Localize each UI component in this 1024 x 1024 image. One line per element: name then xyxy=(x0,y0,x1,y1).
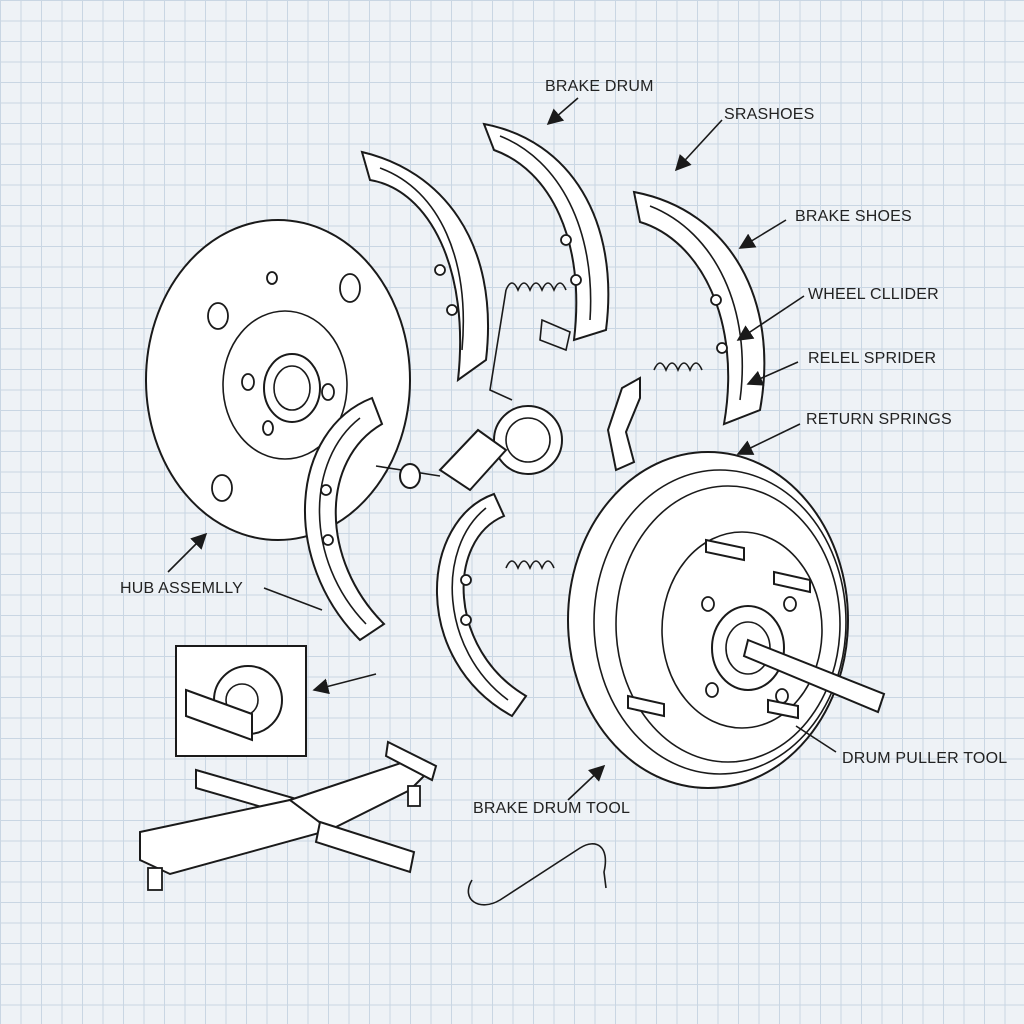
center-adjuster-gear xyxy=(375,405,563,492)
brake-shoe-top-middle xyxy=(482,122,610,352)
label-brake-drum-tool: BRAKE DRUM TOOL xyxy=(473,800,631,817)
return-spring-lower xyxy=(505,560,555,571)
brake-shoe-top-left xyxy=(360,150,490,383)
label-hub-assemlly: HUB ASSEMLLY xyxy=(120,580,244,597)
return-spring-right xyxy=(653,362,703,373)
brake-shoe-bottom-middle xyxy=(436,492,528,718)
label-wheel-cllider: WHEEL CLLIDER xyxy=(808,286,939,303)
brake-shoe-right xyxy=(632,190,766,426)
brake-drum-hook-tool xyxy=(467,843,607,906)
label-srashoes: SRASHOES xyxy=(724,106,815,123)
leader-lines xyxy=(167,97,837,801)
label-relel-sprider: RELEL SPRIDER xyxy=(808,350,937,367)
label-brake-shoes: BRAKE SHOES xyxy=(795,208,912,225)
brake-drum xyxy=(567,451,886,789)
hub-disc xyxy=(145,219,411,541)
return-spring-top xyxy=(489,282,567,401)
adjuster-bracket xyxy=(606,376,641,472)
drum-puller-tool xyxy=(139,740,438,891)
label-return-springs: RETURN SPRINGS xyxy=(806,411,952,428)
inset-gear-detail xyxy=(175,645,307,757)
brake-shoe-left-lower xyxy=(303,396,386,642)
label-brake-drum: BRAKE DRUM xyxy=(545,78,654,95)
label-drum-puller-tool: DRUM PULLER TOOL xyxy=(842,750,1008,767)
